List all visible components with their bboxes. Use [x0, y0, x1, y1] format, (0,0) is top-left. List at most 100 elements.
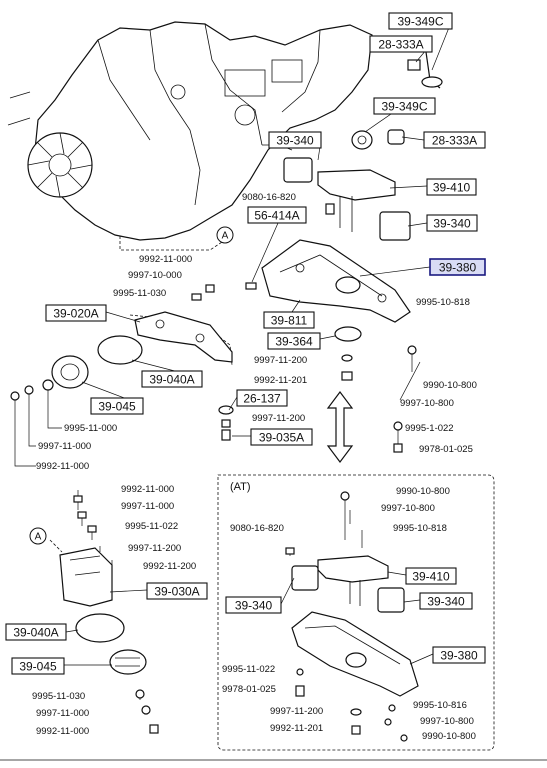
fastener-label-9990-10-800: 9990-10-800: [423, 380, 477, 391]
fastener-label-9997-11-200: 9997-11-200: [270, 706, 323, 717]
part-label-26-137: 26-137: [236, 389, 288, 407]
part-label-box: [405, 567, 457, 585]
fastener-label-9997-10-800: 9997-10-800: [420, 716, 474, 727]
fastener-label-9992-11-000: 9992-11-000: [36, 726, 89, 737]
part-label-text: 39-040A: [13, 626, 58, 640]
part-label-text: 39-035A: [259, 431, 304, 445]
fastener-label-9995-10-818: 9995-10-818: [393, 523, 447, 534]
part-label-box: [369, 35, 433, 53]
reference-circle: [29, 527, 47, 545]
part-label-box: [146, 582, 208, 600]
fastener-label-9997-10-000: 9997-10-000: [128, 270, 182, 281]
fastener-label-9997-11-000: 9997-11-000: [36, 708, 89, 719]
fastener-column-right: [393, 345, 421, 453]
reference-circle-a: A: [29, 527, 47, 545]
part-label-box: [432, 646, 486, 664]
part-label-text: 39-410: [433, 181, 471, 195]
part-label-box: [388, 12, 453, 30]
at-section-frame: [217, 474, 495, 751]
fastener-label-9995-10-818: 9995-10-818: [416, 297, 470, 308]
fastener-label-9978-01-025: 9978-01-025: [222, 684, 276, 695]
fastener-label-9997-11-200: 9997-11-200: [254, 355, 307, 366]
part-label-box: [236, 389, 288, 407]
fastener-label-9997-10-800: 9997-10-800: [400, 398, 454, 409]
fastener-label-9992-11-000: 9992-11-000: [36, 461, 89, 472]
part-number-labels: 39-349C 28-333A 39-349C 39-340 28-333A 39-410…: [5, 12, 486, 742]
reference-circle-a: A: [216, 226, 234, 244]
part-label-box: [263, 311, 315, 329]
fastener-label-9992-11-201: 9992-11-201: [254, 375, 307, 386]
part-label-39-811: 39-811: [263, 311, 315, 329]
reference-circle: [216, 226, 234, 244]
part-label-39-410: 39-410: [426, 178, 477, 196]
part-label-text: 39-410: [412, 570, 450, 584]
engine-mount-assembly-lower: [49, 490, 159, 734]
part-label-text: 39-380: [439, 261, 477, 275]
reference-circle-text: A: [35, 532, 42, 543]
fastener-column-center: [191, 203, 353, 441]
fastener-label-9997-11-000: 9997-11-000: [38, 441, 91, 452]
fastener-label-9990-10-800: 9990-10-800: [422, 731, 476, 742]
part-label-text: 39-340: [276, 134, 314, 148]
part-label-39-340: 39-340: [225, 596, 282, 614]
part-label-39-349c: 39-349C: [388, 12, 453, 30]
assembly-direction-arrow: [326, 391, 354, 463]
fastener-label-9997-11-200: 9997-11-200: [252, 413, 305, 424]
fastener-label-9992-11-200: 9992-11-200: [143, 561, 196, 572]
leader-lines: [64, 19, 453, 666]
part-label-box: [423, 131, 486, 149]
part-label-39-410: 39-410: [405, 567, 457, 585]
crossmember-bracket-upper: [283, 157, 411, 241]
fastener-label-9080-16-820: 9080-16-820: [242, 192, 296, 203]
fastener-column-left: [10, 379, 62, 467]
part-label-39-340: 39-340: [268, 131, 322, 149]
part-label-box: [141, 370, 203, 388]
part-label-box: [225, 596, 282, 614]
transmission-engine-illustration: [7, 21, 373, 241]
fastener-label-9080-16-820: 9080-16-820: [230, 523, 284, 534]
part-label-39-020a: 39-020A: [45, 304, 107, 322]
upper-mount-parts: [351, 44, 443, 150]
part-label-39-340: 39-340: [419, 592, 473, 610]
part-label-text: 28-333A: [432, 134, 477, 148]
at-section-parts: [285, 491, 419, 742]
fastener-label-9995-1-022: 9995-1-022: [405, 423, 454, 434]
part-label-text: 39-020A: [53, 307, 98, 321]
part-label-box: [426, 178, 477, 196]
part-label-39-045: 39-045: [11, 657, 65, 675]
part-label-39-380: 39-380: [432, 646, 486, 664]
fastener-label-9995-11-030: 9995-11-030: [32, 691, 85, 702]
part-label-box: [247, 206, 307, 224]
part-label-text: 39-040A: [149, 373, 194, 387]
fastener-label-9995-11-000: 9995-11-000: [64, 423, 117, 434]
part-label-39-030a: 39-030A: [146, 582, 208, 600]
part-label-text: 39-380: [440, 649, 478, 663]
part-label-text: 28-333A: [378, 38, 423, 52]
part-label-39-364: 39-364: [267, 332, 321, 350]
part-label-box: [267, 332, 321, 350]
part-label-text: 39-349C: [381, 100, 427, 114]
part-label-box: [5, 623, 67, 641]
part-label-39-040a: 39-040A: [141, 370, 203, 388]
engine-mount-bracket-upper: [51, 311, 233, 389]
fastener-label-9992-11-201: 9992-11-201: [270, 723, 323, 734]
at-section-title: (AT): [230, 481, 251, 493]
part-label-box: [45, 304, 107, 322]
ref-line-a-upper: [119, 236, 226, 251]
part-label-text: 39-349C: [397, 15, 443, 29]
part-label-box: [429, 258, 486, 276]
fastener-label-9990-10-800: 9990-10-800: [396, 486, 450, 497]
part-label-box: [426, 214, 478, 232]
part-label-39-045: 39-045: [90, 397, 144, 415]
fastener-label-9995-11-022: 9995-11-022: [222, 664, 275, 675]
part-label-box: [250, 428, 313, 446]
part-label-box: [419, 592, 473, 610]
part-label-text: 39-340: [433, 217, 471, 231]
fastener-label-9997-10-800: 9997-10-800: [381, 503, 435, 514]
part-label-text: 39-340: [427, 595, 465, 609]
part-label-39-040a: 39-040A: [5, 623, 67, 641]
fastener-label-9997-11-000: 9997-11-000: [121, 501, 174, 512]
cooling-fan-illustration: [27, 132, 93, 198]
part-label-39-349c: 39-349C: [373, 97, 436, 115]
part-label-text: 39-030A: [154, 585, 199, 599]
